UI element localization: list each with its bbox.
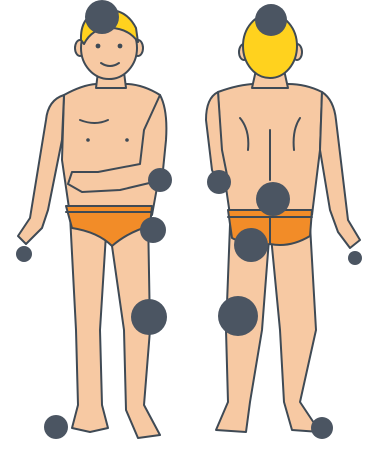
front-left-nipple [86,138,90,142]
front-right-eye [118,44,123,49]
marker-back-knee [218,296,258,336]
marker-back-hand [348,251,362,265]
back-right-leg [270,225,320,432]
marker-back-elbow [207,170,231,194]
marker-back-buttock [234,228,268,262]
marker-front-foot [44,415,68,439]
marker-front-hand [16,246,32,262]
back-right-arm [320,92,360,248]
marker-front-crown [85,0,119,34]
front-left-eye [96,44,101,49]
marker-back-foot [311,417,333,439]
marker-front-elbow [148,168,172,192]
front-left-arm [18,95,64,244]
marker-front-hip [140,217,166,243]
front-right-nipple [125,138,129,142]
front-left-leg [70,215,108,432]
back-figure [206,14,360,432]
marker-front-knee [131,299,167,335]
marker-back-crown [255,4,287,36]
marker-back-lower-back [256,182,290,216]
